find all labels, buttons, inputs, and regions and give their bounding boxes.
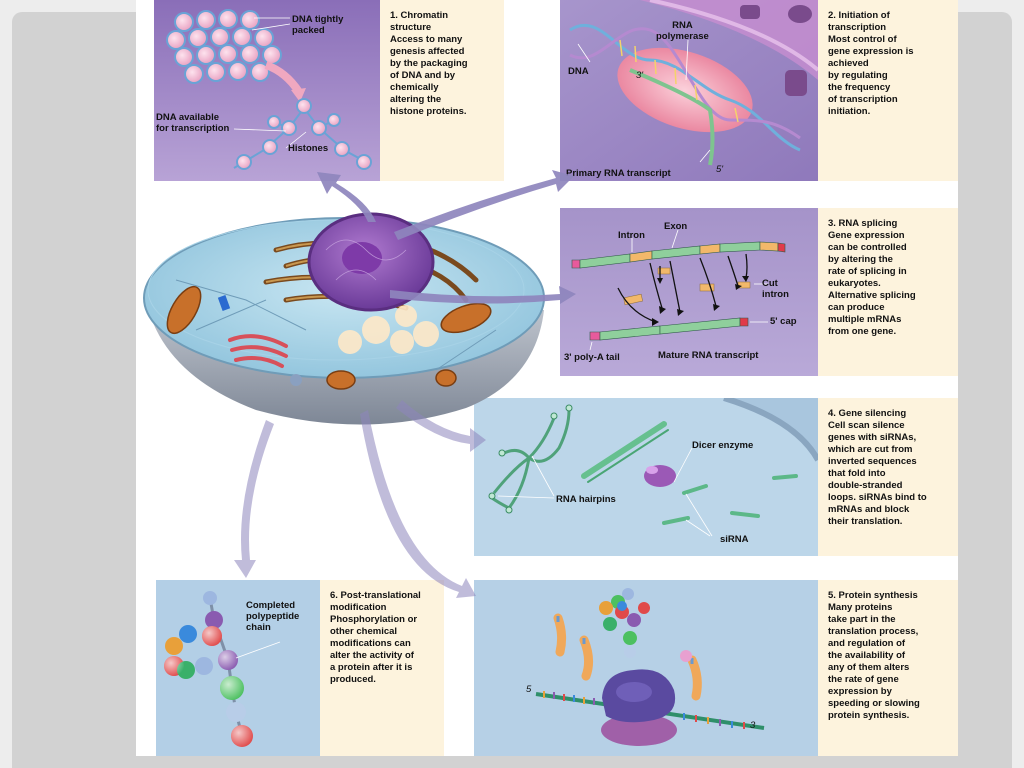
- label-dna-available: DNA available for transcription: [156, 112, 230, 134]
- transcription-panel: RNA polymerase DNA 3' 5' Primary RNA tra…: [560, 0, 818, 181]
- gene-silencing-panel: Dicer enzyme RNA hairpins siRNA: [474, 398, 818, 556]
- packed-nucleosomes: [166, 9, 282, 84]
- label-histones: Histones: [288, 143, 329, 154]
- excised-introns: [623, 267, 751, 306]
- chromatin-panel: DNA tightly packed DNA available for tra…: [154, 0, 380, 181]
- pathway-arrows: [234, 170, 576, 598]
- polypeptide-illustration: [156, 580, 320, 756]
- rna-transcript-strand: [629, 68, 715, 166]
- chromatin-illustration: [154, 0, 380, 181]
- transcription-illustration: [560, 0, 818, 181]
- splicing-panel: Intron Exon Cut intron 5' cap 3' poly-A …: [560, 208, 818, 376]
- post-translational-panel: Completed polypeptide chain: [156, 580, 320, 756]
- label-rna-polymerase: RNA polymerase: [656, 20, 709, 42]
- open-chromatin: [233, 98, 372, 170]
- label-poly-a-tail: 3' poly-A tail: [564, 352, 620, 363]
- splicing-illustration: [560, 208, 818, 376]
- label-five-cap: 5' cap: [770, 316, 797, 327]
- sirna-fragments: [662, 474, 798, 525]
- cell: [143, 212, 545, 425]
- caption-transcription-initiation: 2. Initiation of transcription Most cont…: [818, 0, 958, 181]
- label-three-prime: 3': [636, 70, 644, 81]
- caption-gene-silencing: 4. Gene silencing Cell scan silence gene…: [818, 398, 958, 556]
- mitochondria: [166, 285, 492, 390]
- unpack-arrow: [264, 61, 303, 95]
- rna-polymerase-shape: [617, 47, 753, 133]
- label-five-prime: 5': [716, 164, 724, 175]
- small-ribosomal-subunit: [601, 714, 677, 746]
- label-dicer-enzyme: Dicer enzyme: [692, 440, 754, 451]
- translation-illustration: [474, 580, 818, 756]
- label-exon: Exon: [664, 221, 688, 232]
- label-rna-hairpins: RNA hairpins: [556, 494, 616, 505]
- gene-silencing-illustration: [474, 398, 818, 556]
- dsrna: [581, 421, 669, 483]
- label-intron: Intron: [618, 230, 645, 241]
- caption-post-translational: 6. Post-translational modification Phosp…: [320, 580, 444, 756]
- protein-synthesis-panel: 5 3: [474, 580, 818, 756]
- golgi: [228, 334, 288, 368]
- pre-mrna: [571, 241, 786, 269]
- label-five-end: 5: [526, 684, 532, 695]
- caption-protein-synthesis: 5. Protein synthesis Many proteins take …: [818, 580, 958, 756]
- label-mature-rna-transcript: Mature RNA transcript: [658, 350, 759, 361]
- cell-and-arrows: [143, 170, 576, 598]
- growing-polypeptide: [599, 588, 692, 662]
- label-sirna: siRNA: [720, 534, 749, 545]
- label-primary-rna-transcript: Primary RNA transcript: [566, 168, 671, 179]
- label-cut-intron: Cut intron: [762, 278, 789, 300]
- label-dna: DNA: [568, 66, 589, 77]
- label-three-end: 3: [750, 720, 756, 731]
- label-dna-tightly-packed: DNA tightly packed: [292, 14, 344, 36]
- label-completed-polypeptide: Completed polypeptide chain: [246, 600, 300, 633]
- mature-mrna: [589, 317, 749, 341]
- figure-canvas: DNA tightly packed DNA available for tra…: [136, 0, 958, 756]
- caption-chromatin-structure: 1. Chromatin structure Access to many ge…: [380, 0, 504, 181]
- caption-rna-splicing: 3. RNA splicing Gene expression can be c…: [818, 208, 958, 376]
- cytoskeleton: [175, 279, 497, 371]
- splice-arrows: [617, 253, 748, 323]
